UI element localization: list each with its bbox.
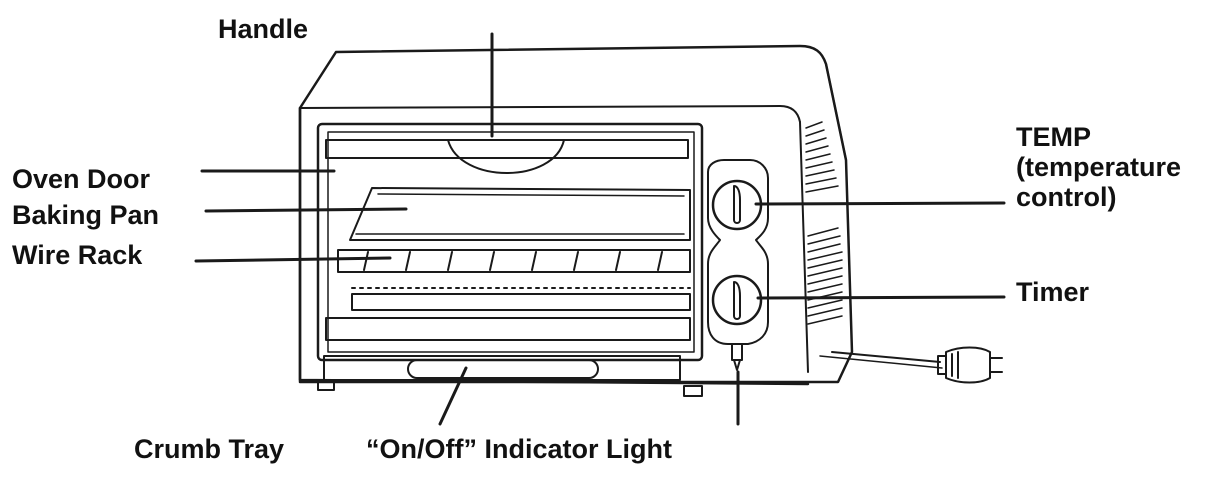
oven-illustration	[298, 44, 1003, 397]
handle-bar	[325, 139, 689, 159]
power-cord	[831, 351, 941, 363]
power-cord-lower	[819, 355, 943, 369]
power-plug-icon	[937, 346, 1003, 384]
indicator-light-icon	[731, 343, 743, 371]
leader-baking-pan	[204, 207, 408, 213]
oven-right-side	[799, 63, 847, 373]
oven-foot-right	[683, 385, 703, 397]
leader-crumb-tray	[438, 366, 468, 426]
lower-element-bar	[351, 293, 691, 311]
label-temp-line2: (temperature	[1016, 152, 1182, 182]
vent-slots-upper	[805, 121, 839, 193]
label-temp-line3: control)	[1016, 182, 1117, 212]
handle-grip	[447, 139, 565, 174]
door-bottom-rail	[325, 317, 691, 341]
wire-rack-bars	[363, 251, 663, 271]
wire-rack-shape	[337, 249, 691, 273]
leader-temp	[754, 201, 1006, 206]
oven-top-outline	[298, 44, 854, 384]
timer-knob-pointer	[733, 281, 741, 320]
oven-front-frame	[298, 106, 810, 386]
timer-knob-icon	[711, 274, 763, 326]
oven-door-frame	[316, 122, 704, 362]
crumb-tray-shape	[323, 355, 681, 381]
label-crumb-tray: Crumb Tray	[134, 434, 285, 464]
vent-slots-lower	[807, 227, 843, 325]
label-handle: Handle	[218, 14, 309, 44]
leader-lines	[194, 32, 1006, 426]
oven-foot-left	[317, 381, 335, 391]
label-wire-rack: Wire Rack	[12, 240, 143, 270]
baking-pan-shape	[349, 187, 691, 241]
oven-lid-edge	[299, 105, 801, 123]
label-timer: Timer	[1016, 277, 1090, 307]
temp-knob-pointer	[733, 185, 741, 224]
label-temp-line1: TEMP	[1016, 122, 1092, 152]
control-panel	[707, 159, 769, 345]
crumb-tray-handle	[407, 359, 599, 379]
oven-door-inner	[327, 131, 695, 353]
baking-pan-rim	[355, 193, 685, 235]
label-indicator-light: “On/Off” Indicator Light	[366, 434, 672, 464]
label-oven-door: Oven Door	[12, 164, 151, 194]
label-temp: TEMP (temperature control)	[1016, 122, 1181, 212]
leader-wire-rack	[194, 256, 392, 263]
leader-timer	[756, 295, 1006, 300]
label-baking-pan: Baking Pan	[12, 200, 160, 230]
